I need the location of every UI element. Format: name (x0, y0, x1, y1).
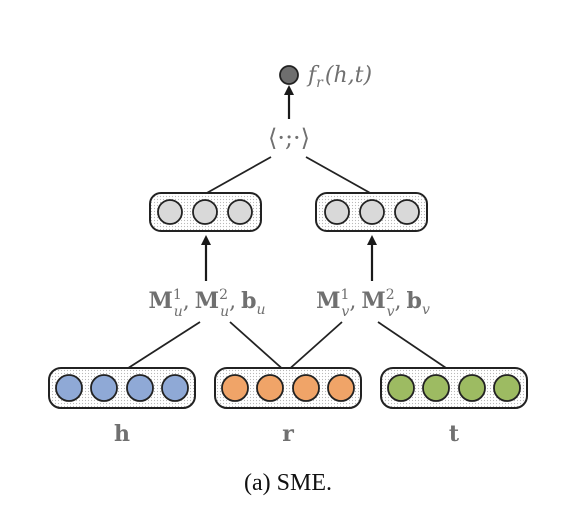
input-r-unit (327, 374, 355, 402)
edge-r-to-u (229, 321, 287, 373)
input-h-unit (55, 374, 83, 402)
input-t-unit (387, 374, 415, 402)
input-t-unit (422, 374, 450, 402)
hidden-v-unit (394, 199, 420, 225)
output-node (279, 65, 299, 85)
input-r-unit (256, 374, 284, 402)
input-vector-r-box (214, 367, 362, 409)
input-vector-r (214, 367, 362, 409)
edge-h-to-u (121, 321, 201, 373)
input-vector-h (48, 367, 196, 409)
edge-r-to-v (285, 321, 343, 373)
hidden-vector-v (315, 192, 428, 232)
input-vector-h-box (48, 367, 196, 409)
input-t-unit (458, 374, 486, 402)
edges (121, 156, 453, 373)
edge-v-to-combine (305, 156, 373, 195)
input-h-unit (126, 374, 154, 402)
hidden-v-unit (359, 199, 385, 225)
combine-operator: ⟨·;·⟩ (268, 124, 310, 152)
edge-t-to-v (377, 321, 453, 373)
hidden-vector-u (149, 192, 262, 232)
input-vector-t (380, 367, 528, 409)
input-label-r: r (282, 421, 294, 447)
output-label: fr(h,t) (306, 63, 372, 91)
input-label-h: h (114, 421, 130, 447)
input-vector-t-box (380, 367, 528, 409)
hidden-u-unit (157, 199, 183, 225)
hidden-u-unit (227, 199, 253, 225)
edge-u-to-combine (204, 156, 272, 195)
input-h-unit (90, 374, 118, 402)
figure-caption: (a) SME. (244, 470, 332, 496)
input-label-t: t (449, 421, 460, 447)
input-r-unit (221, 374, 249, 402)
input-r-unit (292, 374, 320, 402)
hidden-v-unit (324, 199, 350, 225)
input-t-unit (493, 374, 521, 402)
input-h-unit (161, 374, 189, 402)
arrows (201, 85, 377, 281)
hidden-u-unit (192, 199, 218, 225)
